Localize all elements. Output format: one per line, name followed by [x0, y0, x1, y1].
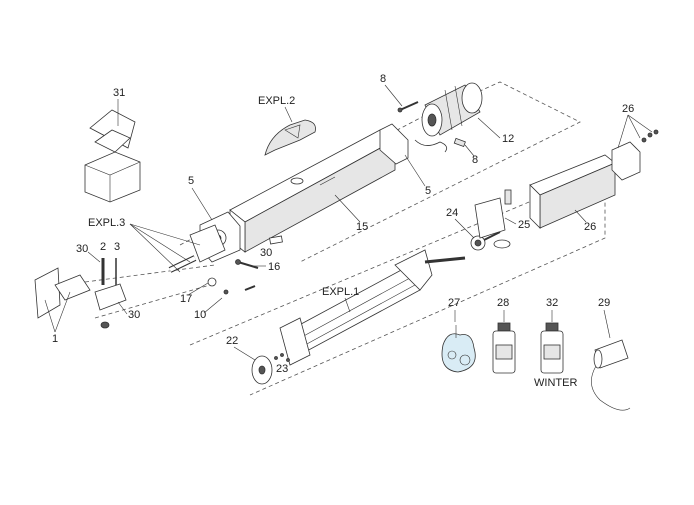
- oil-bottle-28: [492, 322, 516, 374]
- oil-bottle-32-winter: [540, 322, 564, 374]
- label-30-left: 30: [76, 243, 88, 255]
- label-2: 2: [100, 241, 106, 253]
- label-30-bottom: 30: [128, 309, 140, 321]
- label-24: 24: [446, 207, 458, 219]
- label-winter: WINTER: [534, 377, 577, 389]
- label-16: 16: [268, 261, 280, 273]
- rear-bracket-26: [611, 129, 659, 181]
- label-32: 32: [546, 297, 558, 309]
- screw-30-16: [235, 259, 259, 269]
- assembly-outline-left: [84, 264, 216, 319]
- screw-10: [244, 285, 256, 291]
- label-5-right: 5: [425, 185, 431, 197]
- label-22: 22: [226, 335, 238, 347]
- pivot-30: [94, 283, 127, 329]
- assembly-outline-upper: [179, 81, 581, 263]
- label-26-bottom: 26: [584, 221, 596, 233]
- label-25: 25: [518, 219, 530, 231]
- label-30-right: 30: [260, 247, 272, 259]
- cover-expl2: [264, 119, 316, 156]
- front-bracket-1: [34, 267, 91, 319]
- screw-8-top: [397, 101, 419, 113]
- capacitor-29: [591, 339, 631, 411]
- gearbox-expl3: [168, 224, 226, 273]
- label-29: 29: [598, 297, 610, 309]
- label-26-top: 26: [622, 103, 634, 115]
- rear-tube-26: [529, 154, 616, 229]
- label-8-bottom: 8: [472, 154, 478, 166]
- label-5-left: 5: [188, 175, 194, 187]
- screw-8-bottom: [453, 137, 466, 148]
- label-31: 31: [113, 87, 125, 99]
- label-expl1: EXPL.1: [322, 286, 359, 298]
- label-1: 1: [52, 333, 58, 345]
- bracket-25: [474, 189, 512, 249]
- label-15: 15: [356, 221, 368, 233]
- label-expl3: EXPL.3: [88, 217, 125, 229]
- actuator-expl1: [279, 249, 466, 366]
- flange-5-right: [379, 123, 409, 165]
- label-12: 12: [502, 133, 514, 145]
- label-17: 17: [180, 293, 192, 305]
- label-expl2: EXPL.2: [258, 95, 295, 107]
- label-3: 3: [114, 241, 120, 253]
- label-23: 23: [276, 363, 288, 375]
- label-27: 27: [448, 297, 460, 309]
- nuts-17: [207, 277, 229, 295]
- end-cap-22: [251, 355, 273, 385]
- motor-12: [414, 82, 483, 153]
- label-8-top: 8: [380, 73, 386, 85]
- box-31: [84, 109, 141, 203]
- label-28: 28: [497, 297, 509, 309]
- rod-end-24: [470, 231, 501, 251]
- hardware-bag-27: [441, 325, 476, 373]
- housing-15: [229, 129, 396, 253]
- screws-23: [274, 353, 290, 362]
- label-10: 10: [194, 309, 206, 321]
- assembly-outline-lower: [189, 169, 606, 396]
